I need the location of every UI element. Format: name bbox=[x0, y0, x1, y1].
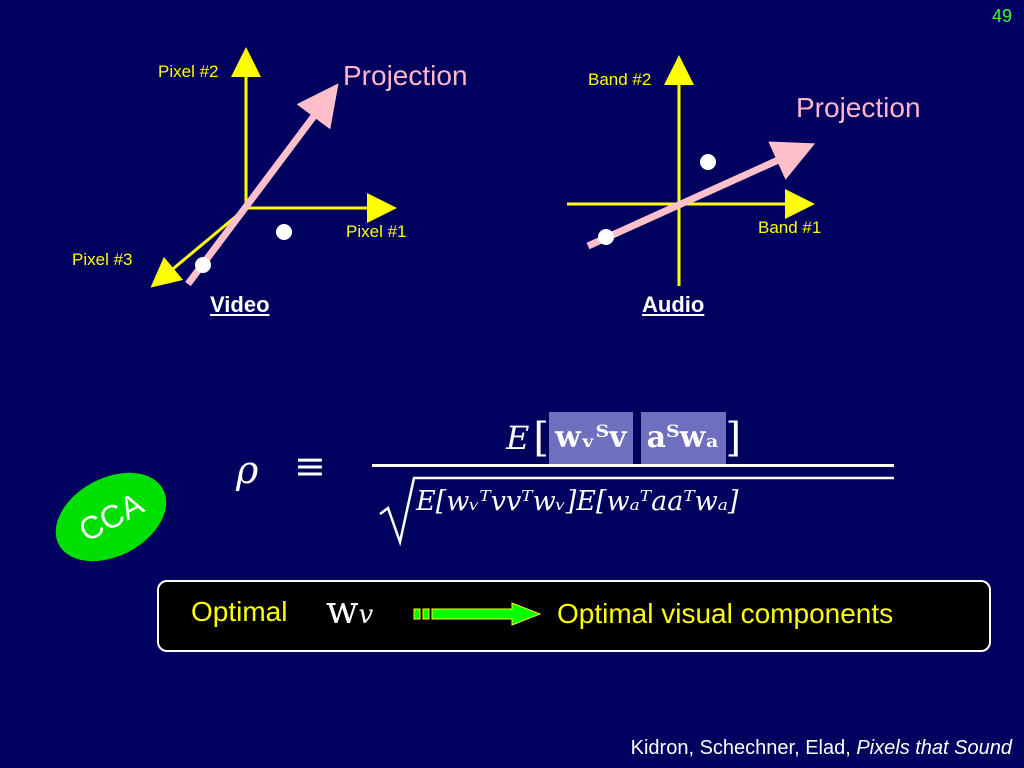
audio-axis-x-label: Band #1 bbox=[758, 218, 822, 237]
video-title[interactable]: Video bbox=[210, 292, 270, 317]
optimal-right-text: Optimal visual components bbox=[557, 598, 894, 629]
equiv-symbol: ≡ bbox=[294, 444, 326, 488]
sqrt-symbol bbox=[379, 476, 894, 547]
numerator-highlight-video: wᵥᵀv bbox=[548, 412, 633, 464]
video-point-2 bbox=[195, 257, 211, 273]
video-axis-z-label: Pixel #3 bbox=[72, 250, 133, 269]
optimal-box bbox=[157, 580, 991, 652]
audio-title[interactable]: Audio bbox=[642, 292, 705, 317]
optimal-left-text: Optimal bbox=[191, 596, 288, 627]
credit-title: Pixels that Sound bbox=[856, 737, 1012, 759]
optimal-symbol-w: w bbox=[326, 588, 359, 632]
video-point-1 bbox=[276, 224, 292, 240]
video-projection-line bbox=[185, 83, 339, 287]
audio-point-2 bbox=[598, 229, 614, 245]
denominator: E[wᵥᵀvvᵀwᵥ]E[wₐᵀaaᵀwₐ] bbox=[416, 486, 739, 517]
rho-symbol: ρ bbox=[236, 448, 259, 492]
video-diagram bbox=[150, 47, 816, 288]
cca-badge: CCA bbox=[40, 454, 182, 580]
credit-authors: Kidron, Schechner, Elad, bbox=[630, 737, 851, 759]
video-projection-label: Projection bbox=[343, 60, 468, 91]
right-arrow-icon bbox=[413, 602, 542, 626]
numerator-E: E bbox=[506, 419, 530, 457]
numerator-bracket-left: [ bbox=[533, 415, 549, 461]
numerator-highlight-audio: aᵀwₐ bbox=[640, 412, 726, 464]
audio-projection-line bbox=[586, 141, 816, 250]
video-axis-x-label: Pixel #1 bbox=[346, 222, 407, 241]
credit: Kidron, Schechner, Elad, Pixels that Sou… bbox=[631, 737, 1012, 760]
audio-point-1 bbox=[700, 154, 716, 170]
numerator-bracket-right: ] bbox=[725, 415, 742, 461]
optimal-symbol: wv bbox=[326, 588, 373, 632]
numerator: E [ wᵥᵀv aᵀwₐ ] bbox=[506, 412, 741, 464]
audio-axis-y-label: Band #2 bbox=[588, 70, 652, 89]
slide-number: 49 bbox=[991, 6, 1012, 26]
video-axis-y-label: Pixel #2 bbox=[158, 62, 219, 81]
audio-projection-label: Projection bbox=[796, 92, 921, 123]
fraction-bar bbox=[372, 464, 894, 467]
optimal-symbol-sub: v bbox=[358, 600, 374, 630]
